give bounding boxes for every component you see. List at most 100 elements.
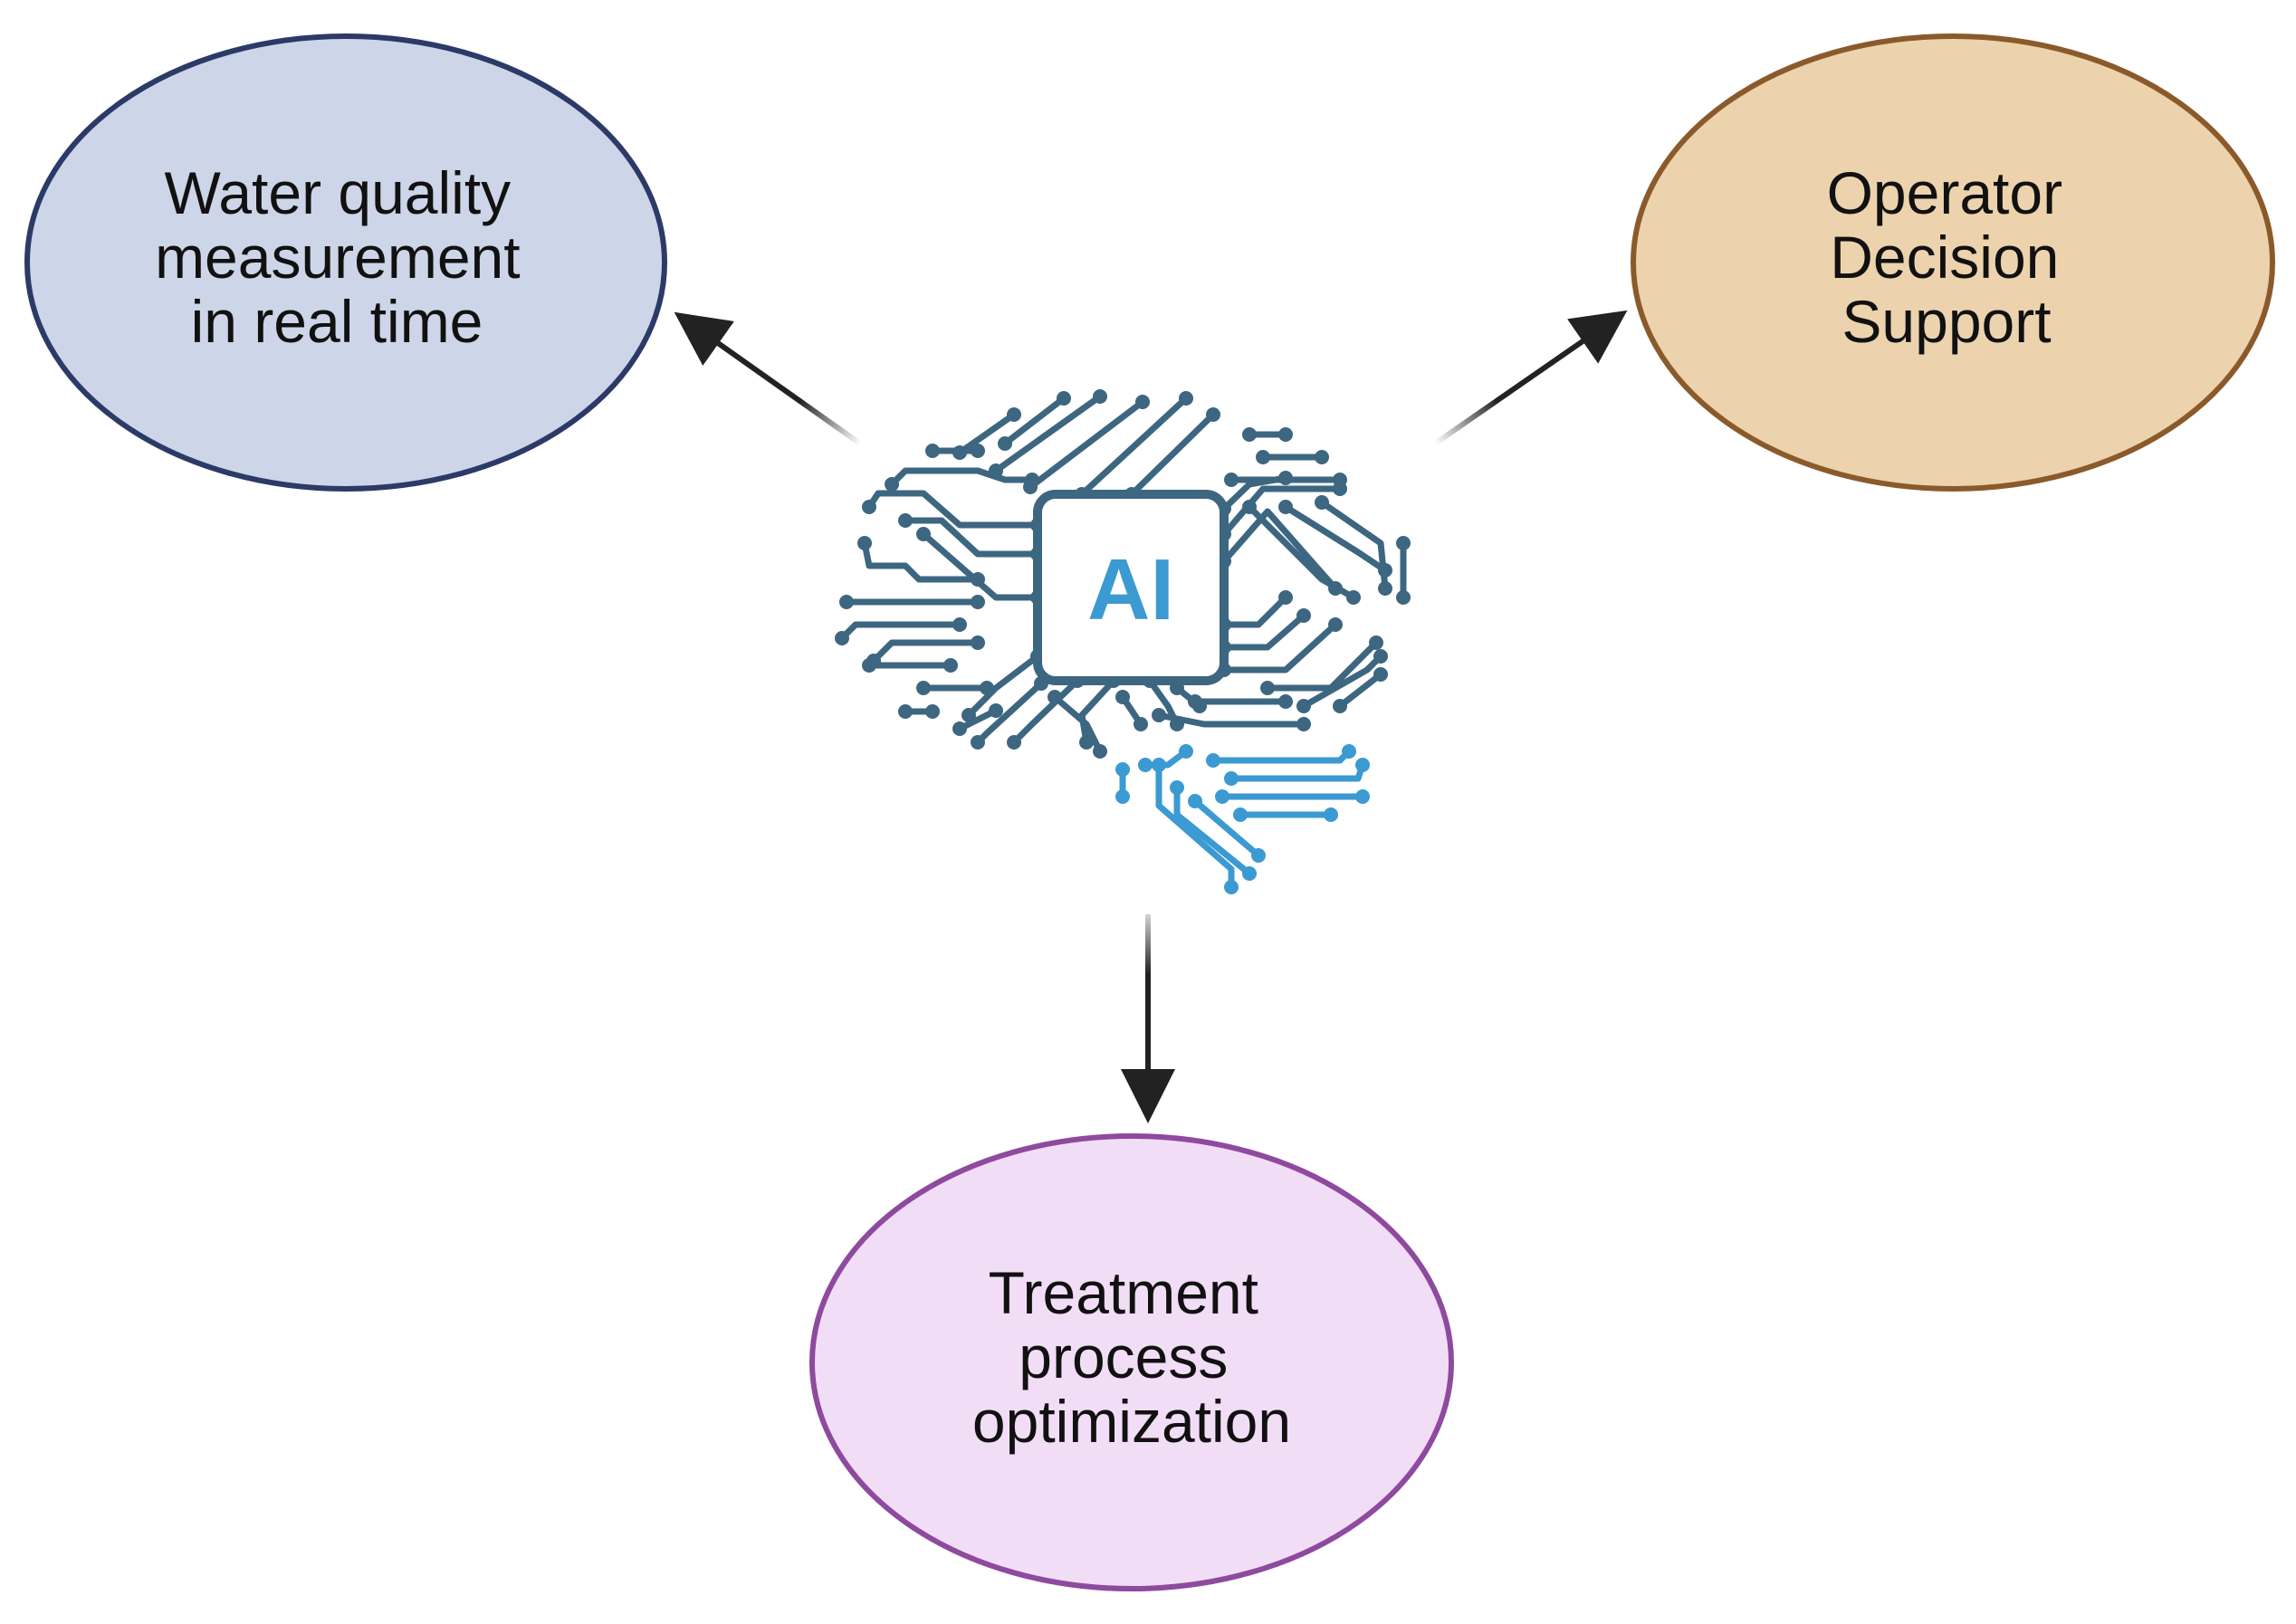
circuit-trace-dark-33-node-1	[1346, 590, 1361, 605]
circuit-trace-dark-38-node-1	[1296, 608, 1311, 623]
circuit-trace-dark-25-node-1	[1134, 717, 1148, 731]
circuit-trace-dark-18	[965, 653, 1041, 719]
circuit-trace-dark-39-node-1	[1328, 617, 1343, 632]
circuit-trace-dark-1	[1027, 398, 1146, 491]
treatment-process-label: Treatment process optimization	[972, 1259, 1291, 1455]
circuit-trace-dark-31-node-0	[1256, 450, 1270, 464]
circuit-trace-dark-37	[1220, 594, 1289, 628]
arrow-to-water-quality	[674, 311, 862, 446]
node-water-quality: Water quality measurement in real time	[24, 33, 667, 492]
circuit-trace-blue-0-node-0	[1138, 758, 1153, 772]
treatment-process-line-1: Treatment	[989, 1259, 1258, 1326]
circuit-trace-dark-10	[920, 530, 1041, 601]
circuit-trace-blue-8-node-0	[1115, 762, 1130, 777]
operator-decision-line-3: Support	[1842, 288, 2051, 355]
circuit-trace-dark-14-node-0	[971, 635, 985, 650]
arrows-group	[674, 310, 1628, 1123]
circuit-trace-dark-10-node-1	[916, 527, 931, 541]
circuit-trace-blue-2-node-0	[1224, 771, 1239, 786]
circuit-trace-blue-3-node-1	[1355, 789, 1370, 804]
circuit-trace-dark-43	[1155, 712, 1307, 728]
circuit-trace-dark-39	[1220, 621, 1339, 673]
circuit-trace-dark-21-node-1	[1079, 735, 1094, 750]
circuit-trace-dark-37-node-1	[1278, 590, 1293, 605]
circuit-trace-dark-5	[956, 411, 1018, 456]
node-operator-decision: Operator Decision Support	[1631, 33, 2275, 492]
circuit-trace-dark-36-node-0	[1396, 536, 1411, 550]
circuit-trace-blue-0-node-1	[1179, 744, 1193, 759]
node-treatment-process: Treatment process optimization	[809, 1133, 1454, 1591]
circuit-trace-dark-22	[1051, 693, 1104, 755]
circuit-trace-dark-7-node-1	[885, 477, 899, 492]
circuit-trace-blue-3-node-0	[1215, 789, 1229, 804]
circuit-trace-blue-1-node-0	[1206, 753, 1220, 768]
arrow-to-operator-decision	[1433, 310, 1628, 446]
circuit-trace-dark-43-node-1	[1296, 717, 1311, 731]
circuit-trace-dark-29-node-1	[1333, 473, 1347, 487]
circuit-trace-dark-1-node-1	[1135, 395, 1150, 409]
circuit-trace-dark-44-node-0	[1188, 694, 1202, 709]
circuit-trace-dark-41-node-0	[1296, 699, 1311, 713]
circuit-trace-dark-31-node-1	[1315, 450, 1329, 464]
circuit-trace-dark-42	[1336, 671, 1384, 710]
circuit-trace-dark-36-node-1	[1396, 590, 1411, 605]
circuit-trace-dark-15-node-1	[862, 658, 876, 673]
circuit-trace-dark-8-node-1	[862, 500, 876, 514]
circuit-trace-dark-34-node-0	[1278, 500, 1293, 514]
circuit-trace-dark-5-node-1	[1007, 407, 1021, 422]
circuit-trace-dark-11-node-1	[857, 536, 872, 550]
operator-decision-label: Operator Decision Support	[1827, 159, 2080, 355]
circuit-trace-dark-2	[1078, 395, 1190, 498]
circuit-trace-dark-35-node-1	[1378, 581, 1392, 596]
circuit-trace-dark-33-node-0	[1242, 500, 1257, 514]
circuit-trace-dark-27	[1220, 485, 1344, 538]
circuit-trace-dark-42-node-1	[1373, 667, 1388, 682]
circuit-trace-dark-8	[866, 490, 1041, 529]
ai-chip-outline	[1033, 490, 1229, 685]
circuit-trace-dark-6-node-0	[925, 444, 940, 458]
circuit-trace-dark-4-node-1	[1057, 391, 1071, 406]
operator-decision-line-2: Decision	[1830, 224, 2059, 291]
circuit-trace-dark-23-node-0	[989, 703, 1003, 718]
circuit-trace-dark-14	[870, 639, 981, 664]
circuit-trace-blue-6-node-1	[1242, 866, 1257, 881]
circuit-trace-blue-1-node-1	[1342, 744, 1356, 759]
circuit-trace-dark-43-node-0	[1152, 708, 1166, 722]
circuit-trace-dark-0	[992, 393, 1104, 474]
circuit-trace-dark-3-node-1	[1206, 407, 1220, 422]
circuit-trace-dark-20	[1010, 677, 1081, 746]
ai-chip-label: AI	[1087, 541, 1174, 638]
circuit-trace-blue-2	[1228, 761, 1366, 782]
circuit-trace-blue-6	[1173, 784, 1253, 877]
circuit-trace-dark-6-node-1	[971, 444, 985, 458]
circuit-trace-dark-34	[1282, 503, 1389, 574]
treatment-process-line-2: process	[1019, 1323, 1228, 1390]
circuit-trace-dark-35-node-0	[1315, 495, 1329, 510]
circuit-trace-dark-25-node-0	[1115, 690, 1130, 704]
circuit-trace-dark-12-node-0	[971, 595, 985, 609]
circuit-trace-dark-13-node-0	[952, 617, 967, 632]
circuit-trace-blue-7-node-1	[1251, 848, 1266, 863]
circuit-trace-blue-6-node-0	[1170, 780, 1184, 795]
operator-decision-ellipse	[1631, 33, 2275, 492]
ai-chip: AI	[1033, 490, 1229, 685]
circuit-trace-dark-2-node-1	[1179, 391, 1193, 406]
circuit-trace-blue-5-node-1	[1224, 880, 1239, 894]
circuit-trace-dark-4-node-0	[998, 436, 1012, 451]
circuit-trace-dark-17-node-1	[898, 704, 913, 719]
circuit-trace-dark-9-node-1	[898, 513, 913, 528]
water-quality-label: Water quality measurement in real time	[155, 159, 537, 355]
circuit-trace-dark-41-node-1	[1373, 649, 1388, 664]
circuit-trace-dark-16-node-1	[916, 681, 931, 695]
operator-decision-line-1: Operator	[1827, 159, 2062, 226]
circuit-trace-blue-5-node-0	[1152, 758, 1166, 772]
circuit-trace-dark-17-node-0	[925, 704, 940, 719]
circuit-trace-dark-19-node-1	[971, 735, 985, 750]
circuit-trace-dark-40	[1264, 639, 1380, 692]
circuit-trace-dark-30-node-0	[1242, 427, 1257, 442]
circuit-trace-dark-23-node-1	[952, 721, 967, 736]
circuit-trace-dark-22-node-0	[1048, 690, 1062, 704]
circuit-trace-dark-13-node-1	[835, 631, 849, 645]
circuit-trace-dark-22-node-1	[1093, 744, 1107, 759]
